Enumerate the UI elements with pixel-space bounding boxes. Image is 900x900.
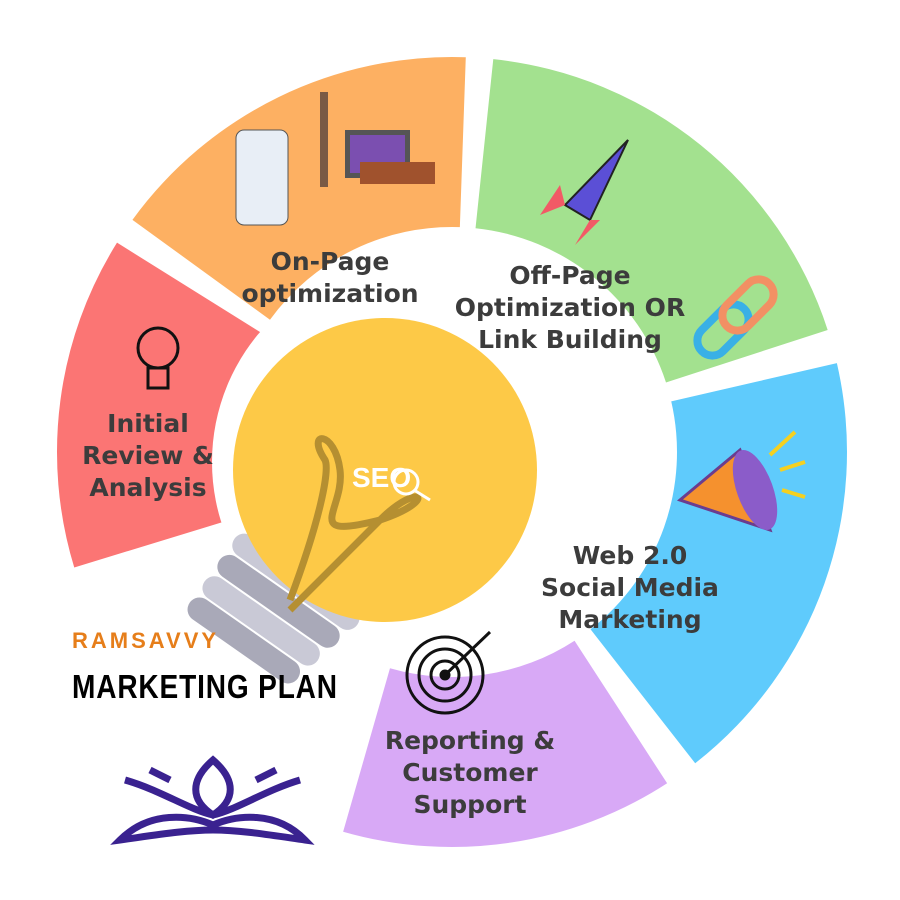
lotus-base [110, 813, 315, 845]
seo-label: SEO [352, 462, 412, 493]
lotus-petal [192, 755, 234, 820]
target-icon [417, 647, 473, 703]
segment-label-reporting: Reporting & Customer Support [384, 726, 556, 819]
segment-on-page [132, 57, 466, 320]
lotus-petal [124, 776, 301, 819]
seo-magnifier-handle [413, 488, 431, 502]
megaphone-ray [779, 460, 806, 472]
marketing-plan-title: MARKETING PLAN [72, 668, 338, 705]
lightbulb-icon-base [146, 366, 170, 390]
bulb-base-ring [217, 554, 340, 648]
lotus-tips [148, 766, 278, 784]
bench-icon [360, 162, 435, 184]
seo-magnifier-icon [392, 468, 420, 496]
chain-link-icon [693, 300, 753, 360]
segment-label-off-page: Off-Page Optimization OR Link Building [454, 261, 686, 354]
brand-name: RAMSAVVY [72, 628, 220, 653]
lotus-logo [110, 755, 315, 845]
target-icon [405, 635, 485, 715]
bulb-base-ring [187, 597, 301, 684]
segment-label-web20: Web 2.0 Social Media Marketing [541, 541, 719, 634]
chain-link-icon-2 [718, 275, 778, 335]
segment-initial-review [56, 242, 262, 568]
rocket-fins [540, 185, 600, 245]
target-arrow [443, 630, 492, 677]
segment-web20 [590, 363, 847, 764]
rocket-icon [563, 139, 629, 222]
megaphone-bell [732, 450, 778, 530]
megaphone-ray [781, 488, 806, 499]
segment-label-initial-review: Initial Review & Analysis [82, 409, 214, 502]
megaphone-ray [768, 430, 797, 457]
target-icon [429, 659, 461, 691]
segment-label-on-page: On-Page optimization [241, 247, 419, 308]
bulb-filament [286, 435, 422, 613]
phone-icon [235, 129, 289, 226]
bulb-base-ring [202, 576, 320, 666]
crane-icon [320, 92, 328, 187]
